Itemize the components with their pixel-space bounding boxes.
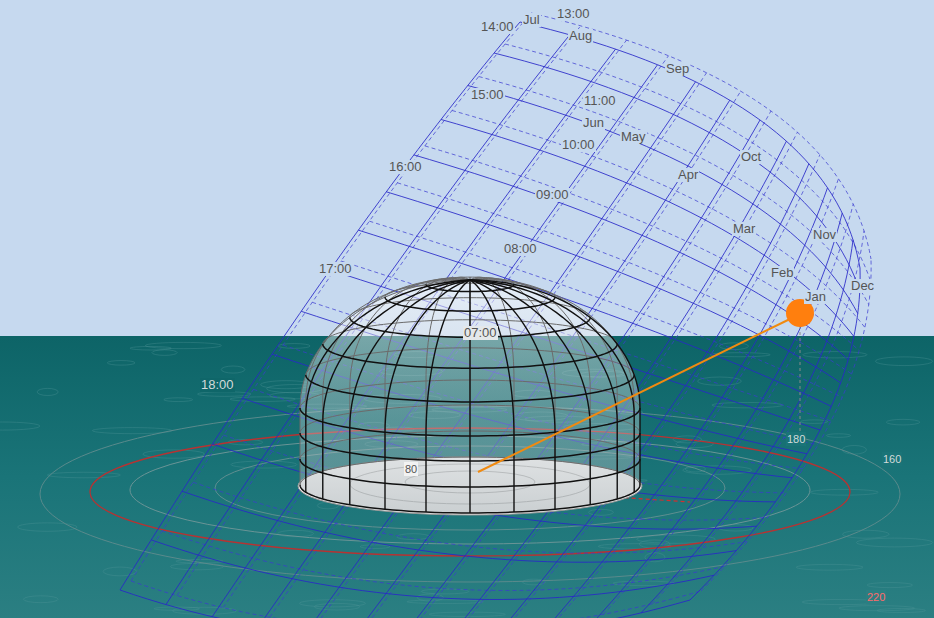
month-label: Aug [568, 29, 593, 43]
time-label: 15:00 [470, 88, 505, 102]
month-label: Oct [740, 150, 762, 164]
time-label: 08:00 [503, 242, 538, 256]
month-label: Dec [850, 279, 875, 293]
time-label: 11:00 [583, 94, 617, 108]
time-label: 14:00 [480, 20, 515, 34]
time-label: 09:00 [535, 188, 570, 202]
sun-marker [478, 299, 814, 472]
month-label: Nov [812, 228, 837, 242]
compass-label: 220 [866, 590, 886, 604]
sky-dome [300, 277, 640, 513]
month-label: Feb [770, 266, 794, 280]
time-label: 18:00 [200, 378, 235, 392]
time-label: 10:00 [561, 138, 596, 152]
month-label: Jul [522, 13, 541, 27]
month-label: Mar [732, 222, 756, 236]
month-label: Sep [665, 62, 690, 76]
compass-label: 180 [786, 432, 806, 446]
month-label: May [620, 130, 647, 144]
compass-label: 80 [404, 462, 418, 476]
month-label: Jan [804, 290, 827, 304]
sun-path-grid [120, 13, 871, 618]
month-label: Apr [677, 168, 699, 182]
month-label: Jun [582, 116, 605, 130]
time-label: 13:00 [556, 7, 591, 21]
time-label: 16:00 [388, 160, 423, 174]
time-label: 07:00 [463, 326, 498, 340]
compass-label: 160 [882, 452, 902, 466]
time-label: 17:00 [318, 262, 353, 276]
